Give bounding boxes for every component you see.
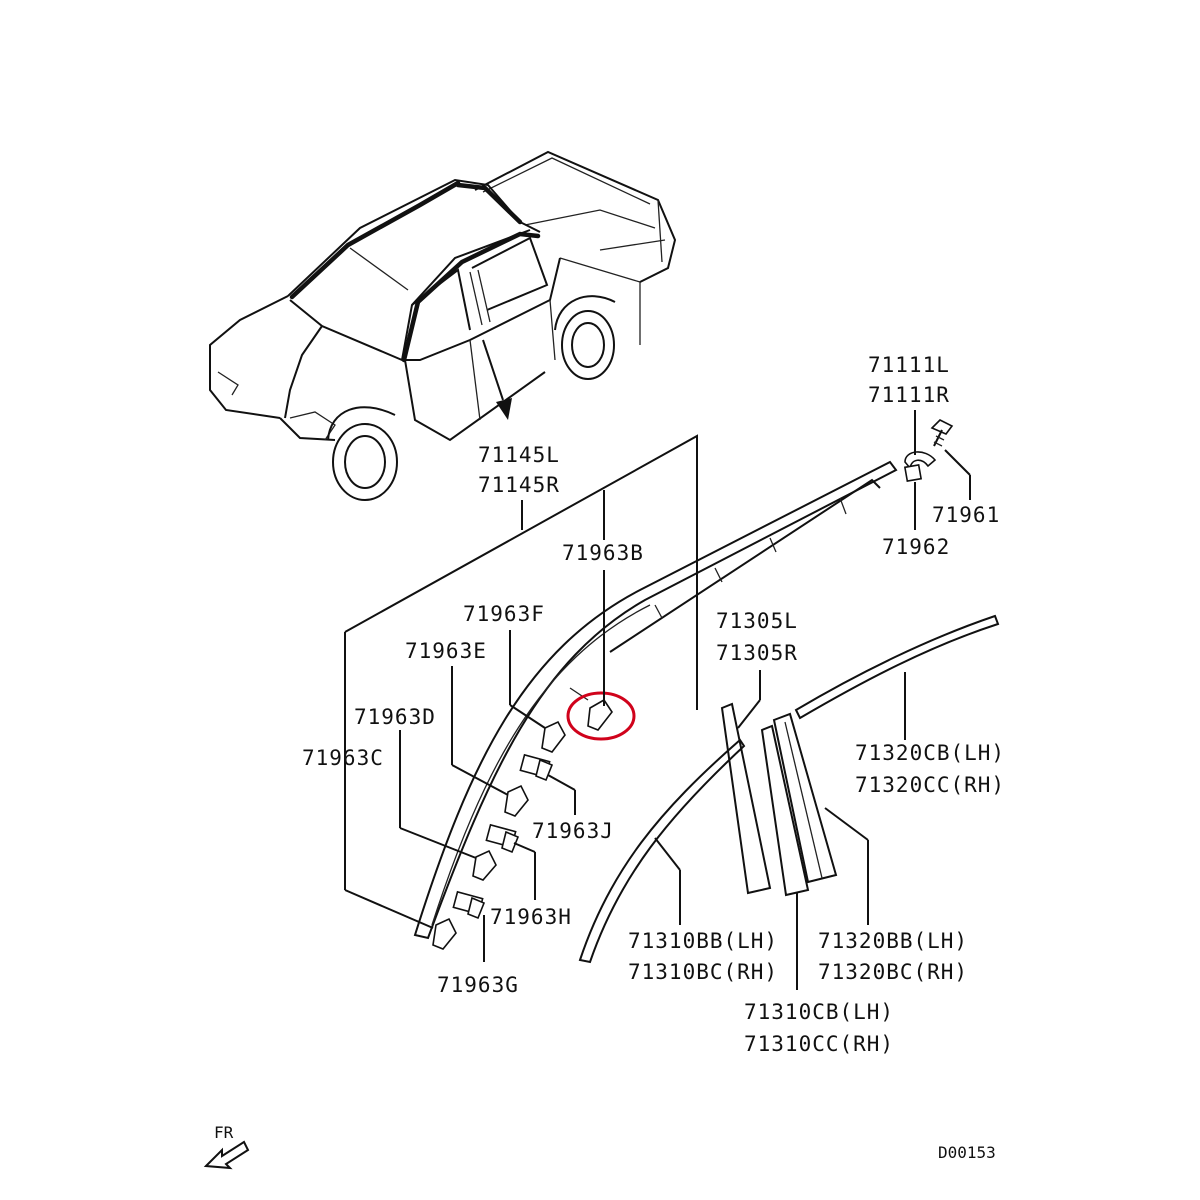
label-71963D: 71963D bbox=[354, 705, 436, 729]
label-71962: 71962 bbox=[882, 535, 950, 559]
clip-71963C bbox=[432, 917, 457, 950]
label-71145L: 71145L bbox=[478, 443, 560, 467]
arrow-head-icon bbox=[496, 398, 512, 420]
label-71963G: 71963G bbox=[437, 973, 519, 997]
label-71145R: 71145R bbox=[478, 473, 560, 497]
front-arrow-icon: FR bbox=[203, 1123, 250, 1170]
label-71963J: 71963J bbox=[532, 819, 614, 843]
label-71320BB: 71320BB(LH) bbox=[818, 929, 968, 953]
label-71963H: 71963H bbox=[490, 905, 572, 929]
label-71961: 71961 bbox=[932, 503, 1000, 527]
clip-71963F bbox=[541, 720, 566, 753]
pickup-truck-icon bbox=[209, 150, 677, 501]
label-71310BC: 71310BC(RH) bbox=[628, 960, 778, 984]
door-mouldings bbox=[578, 614, 1000, 964]
label-71963C: 71963C bbox=[302, 746, 384, 770]
clip-71963E bbox=[504, 784, 529, 817]
clip-set bbox=[432, 698, 613, 950]
label-71310CC: 71310CC(RH) bbox=[744, 1032, 894, 1056]
label-71963F: 71963F bbox=[463, 602, 545, 626]
clip-71963D bbox=[472, 849, 497, 881]
label-71320CC: 71320CC(RH) bbox=[855, 773, 1005, 797]
leader-lines bbox=[344, 410, 971, 990]
label-71111L: 71111L bbox=[868, 353, 950, 377]
label-71310BB: 71310BB(LH) bbox=[628, 929, 778, 953]
label-71320CB: 71320CB(LH) bbox=[855, 741, 1005, 765]
direction-label: FR bbox=[214, 1123, 234, 1142]
diagram-code: D00153 bbox=[938, 1143, 996, 1162]
clip-71963B bbox=[587, 698, 613, 731]
part-labels: 71111L 71111R 71961 71962 71145L 71145R … bbox=[302, 353, 1005, 1056]
label-71305L: 71305L bbox=[716, 609, 798, 633]
label-71111R: 71111R bbox=[868, 383, 950, 407]
retainer-71111 bbox=[903, 451, 937, 483]
label-71305R: 71305R bbox=[716, 641, 798, 665]
label-71963E: 71963E bbox=[405, 639, 487, 663]
highlight-circle bbox=[566, 691, 636, 741]
label-71310CB: 71310CB(LH) bbox=[744, 1000, 894, 1024]
label-71320BC: 71320BC(RH) bbox=[818, 960, 968, 984]
screw-icon bbox=[930, 419, 954, 447]
label-71963B: 71963B bbox=[562, 541, 644, 565]
